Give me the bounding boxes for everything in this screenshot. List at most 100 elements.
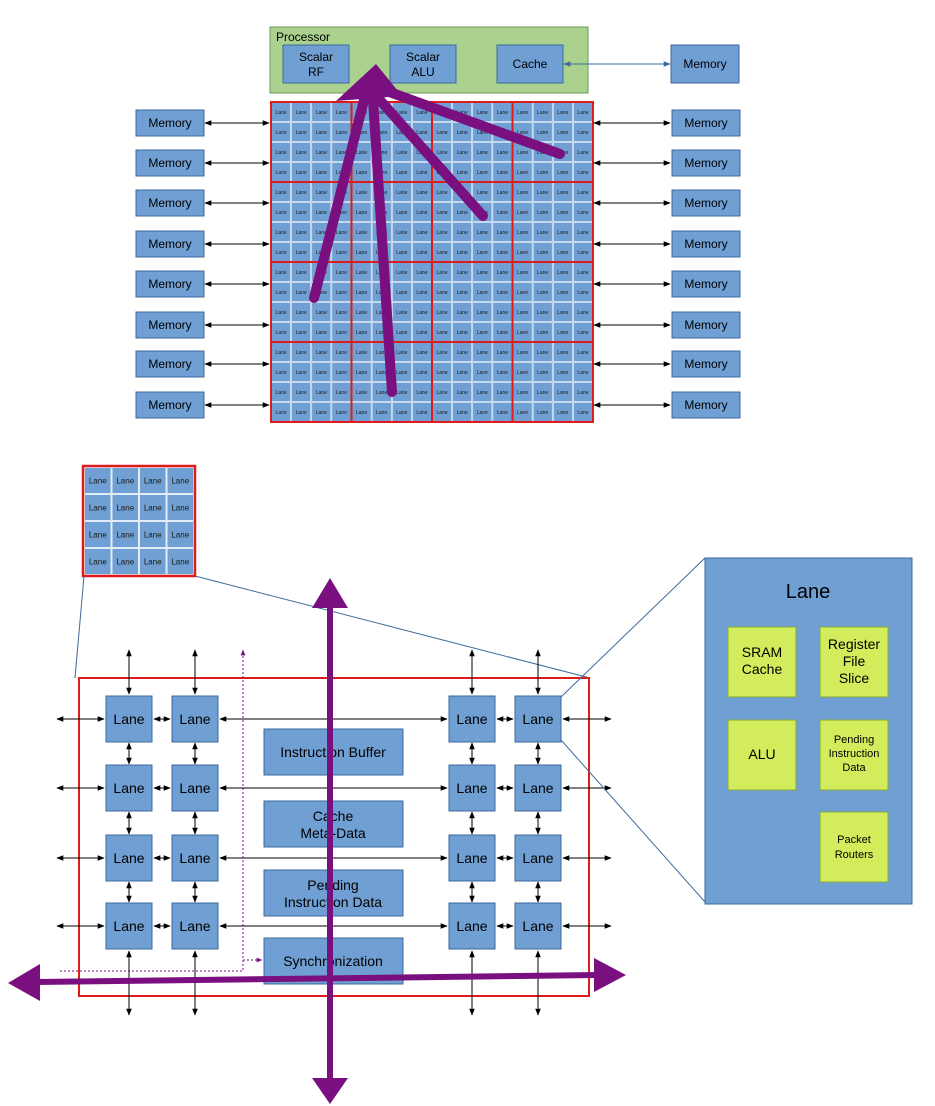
grid-lane-cell: Lane [412, 282, 432, 302]
grid-lane-label: Lane [437, 190, 448, 196]
memory-box-right: Memory [671, 391, 741, 419]
grid-lane-label: Lane [336, 350, 347, 356]
grid-lane-cell: Lane [291, 342, 312, 362]
grid-lane-label: Lane [537, 190, 548, 196]
grid-lane-cell: Lane [472, 142, 493, 162]
grid-lane-cell: Lane [271, 222, 291, 242]
grid-lane-cell: Lane [391, 382, 412, 402]
grid-lane-cell: Lane [291, 382, 312, 402]
cross-arrow-left [8, 964, 40, 1001]
grid-lane-label: Lane [557, 110, 568, 116]
grid-lane-cell: Lane [472, 302, 493, 322]
grid-lane-cell: Lane [412, 382, 432, 402]
grid-lane-label: Lane [396, 230, 407, 236]
grid-lane-cell: Lane [532, 282, 553, 302]
grid-lane-label: Lane [416, 350, 427, 356]
tile-lane-box: Lane [105, 902, 153, 950]
grid-lane-label: Lane [336, 310, 347, 316]
grid-lane-cell: Lane [432, 322, 452, 342]
grid-lane-label: Lane [276, 170, 287, 176]
tile-lane-label: Lane [113, 711, 144, 727]
grid-lane-label: Lane [296, 290, 307, 296]
grid-lane-label: Lane [316, 170, 327, 176]
grid-lane-label: Lane [457, 350, 468, 356]
zoom-lane-label: Lane [144, 531, 162, 540]
grid-lane-label: Lane [477, 170, 488, 176]
grid-lane-label: Lane [457, 130, 468, 136]
grid-lane-cell: Lane [573, 202, 593, 222]
grid-lane-cell: Lane [331, 302, 352, 322]
tile-lane-box: Lane [448, 764, 496, 812]
grid-lane-label: Lane [437, 310, 448, 316]
grid-lane-cell: Lane [472, 282, 493, 302]
grid-lane-cell: Lane [532, 182, 553, 202]
grid-lane-label: Lane [577, 110, 588, 116]
grid-lane-label: Lane [557, 350, 568, 356]
grid-lane-label: Lane [316, 410, 327, 416]
grid-lane-cell: Lane [331, 322, 352, 342]
memory-box-right: Memory [671, 149, 741, 177]
grid-lane-label: Lane [376, 370, 387, 376]
tile-lane-label: Lane [522, 780, 553, 796]
grid-lane-label: Lane [336, 330, 347, 336]
grid-lane-cell: Lane [271, 242, 291, 262]
grid-lane-cell: Lane [512, 262, 533, 282]
grid-lane-cell: Lane [432, 222, 452, 242]
grid-lane-label: Lane [437, 130, 448, 136]
grid-lane-label: Lane [416, 270, 427, 276]
memory-label: Memory [684, 237, 727, 251]
grid-lane-cell: Lane [291, 102, 312, 122]
grid-lane-cell: Lane [331, 282, 352, 302]
grid-lane-label: Lane [276, 290, 287, 296]
grid-lane-label: Lane [376, 410, 387, 416]
zoom-lane-cell: Lane [84, 521, 112, 548]
grid-lane-label: Lane [376, 390, 387, 396]
grid-lane-cell: Lane [351, 182, 372, 202]
tile-lane-label: Lane [179, 918, 210, 934]
grid-lane-label: Lane [296, 310, 307, 316]
grid-lane-label: Lane [336, 390, 347, 396]
grid-lane-label: Lane [537, 210, 548, 216]
grid-lane-cell: Lane [452, 322, 473, 342]
grid-lane-cell: Lane [452, 362, 473, 382]
grid-lane-cell: Lane [351, 242, 372, 262]
memory-label: Memory [684, 318, 727, 332]
grid-lane-label: Lane [376, 350, 387, 356]
grid-lane-label: Lane [296, 370, 307, 376]
grid-lane-cell: Lane [452, 342, 473, 362]
grid-lane-cell: Lane [291, 302, 312, 322]
grid-lane-label: Lane [557, 390, 568, 396]
grid-lane-cell: Lane [432, 402, 452, 422]
grid-lane-cell: Lane [412, 162, 432, 182]
grid-lane-label: Lane [416, 370, 427, 376]
pending-instruction-data-box: Pending Instruction Data [263, 869, 404, 917]
grid-lane-cell: Lane [291, 222, 312, 242]
grid-lane-label: Lane [557, 330, 568, 336]
grid-lane-cell: Lane [512, 202, 533, 222]
zoom-lane-cell: Lane [111, 467, 139, 494]
grid-lane-cell: Lane [512, 182, 533, 202]
memory-box-left: Memory [135, 189, 205, 217]
grid-lane-cell: Lane [271, 182, 291, 202]
grid-lane-label: Lane [416, 230, 427, 236]
grid-lane-cell: Lane [573, 142, 593, 162]
grid-lane-label: Lane [517, 210, 528, 216]
grid-lane-cell: Lane [412, 342, 432, 362]
grid-lane-label: Lane [577, 170, 588, 176]
grid-lane-label: Lane [457, 310, 468, 316]
grid-lane-cell: Lane [351, 302, 372, 322]
grid-lane-cell: Lane [532, 162, 553, 182]
grid-lane-cell: Lane [492, 162, 513, 182]
tile-lane-box: Lane [171, 834, 219, 882]
grid-lane-cell: Lane [271, 142, 291, 162]
grid-lane-cell: Lane [573, 182, 593, 202]
grid-lane-label: Lane [396, 110, 407, 116]
zoom-lane-cell: Lane [84, 467, 112, 494]
grid-lane-label: Lane [356, 390, 367, 396]
grid-lane-cell: Lane [351, 382, 372, 402]
grid-lane-label: Lane [497, 250, 508, 256]
tile-lane-label: Lane [113, 918, 144, 934]
grid-lane-cell: Lane [573, 402, 593, 422]
grid-lane-label: Lane [497, 110, 508, 116]
grid-lane-label: Lane [356, 370, 367, 376]
